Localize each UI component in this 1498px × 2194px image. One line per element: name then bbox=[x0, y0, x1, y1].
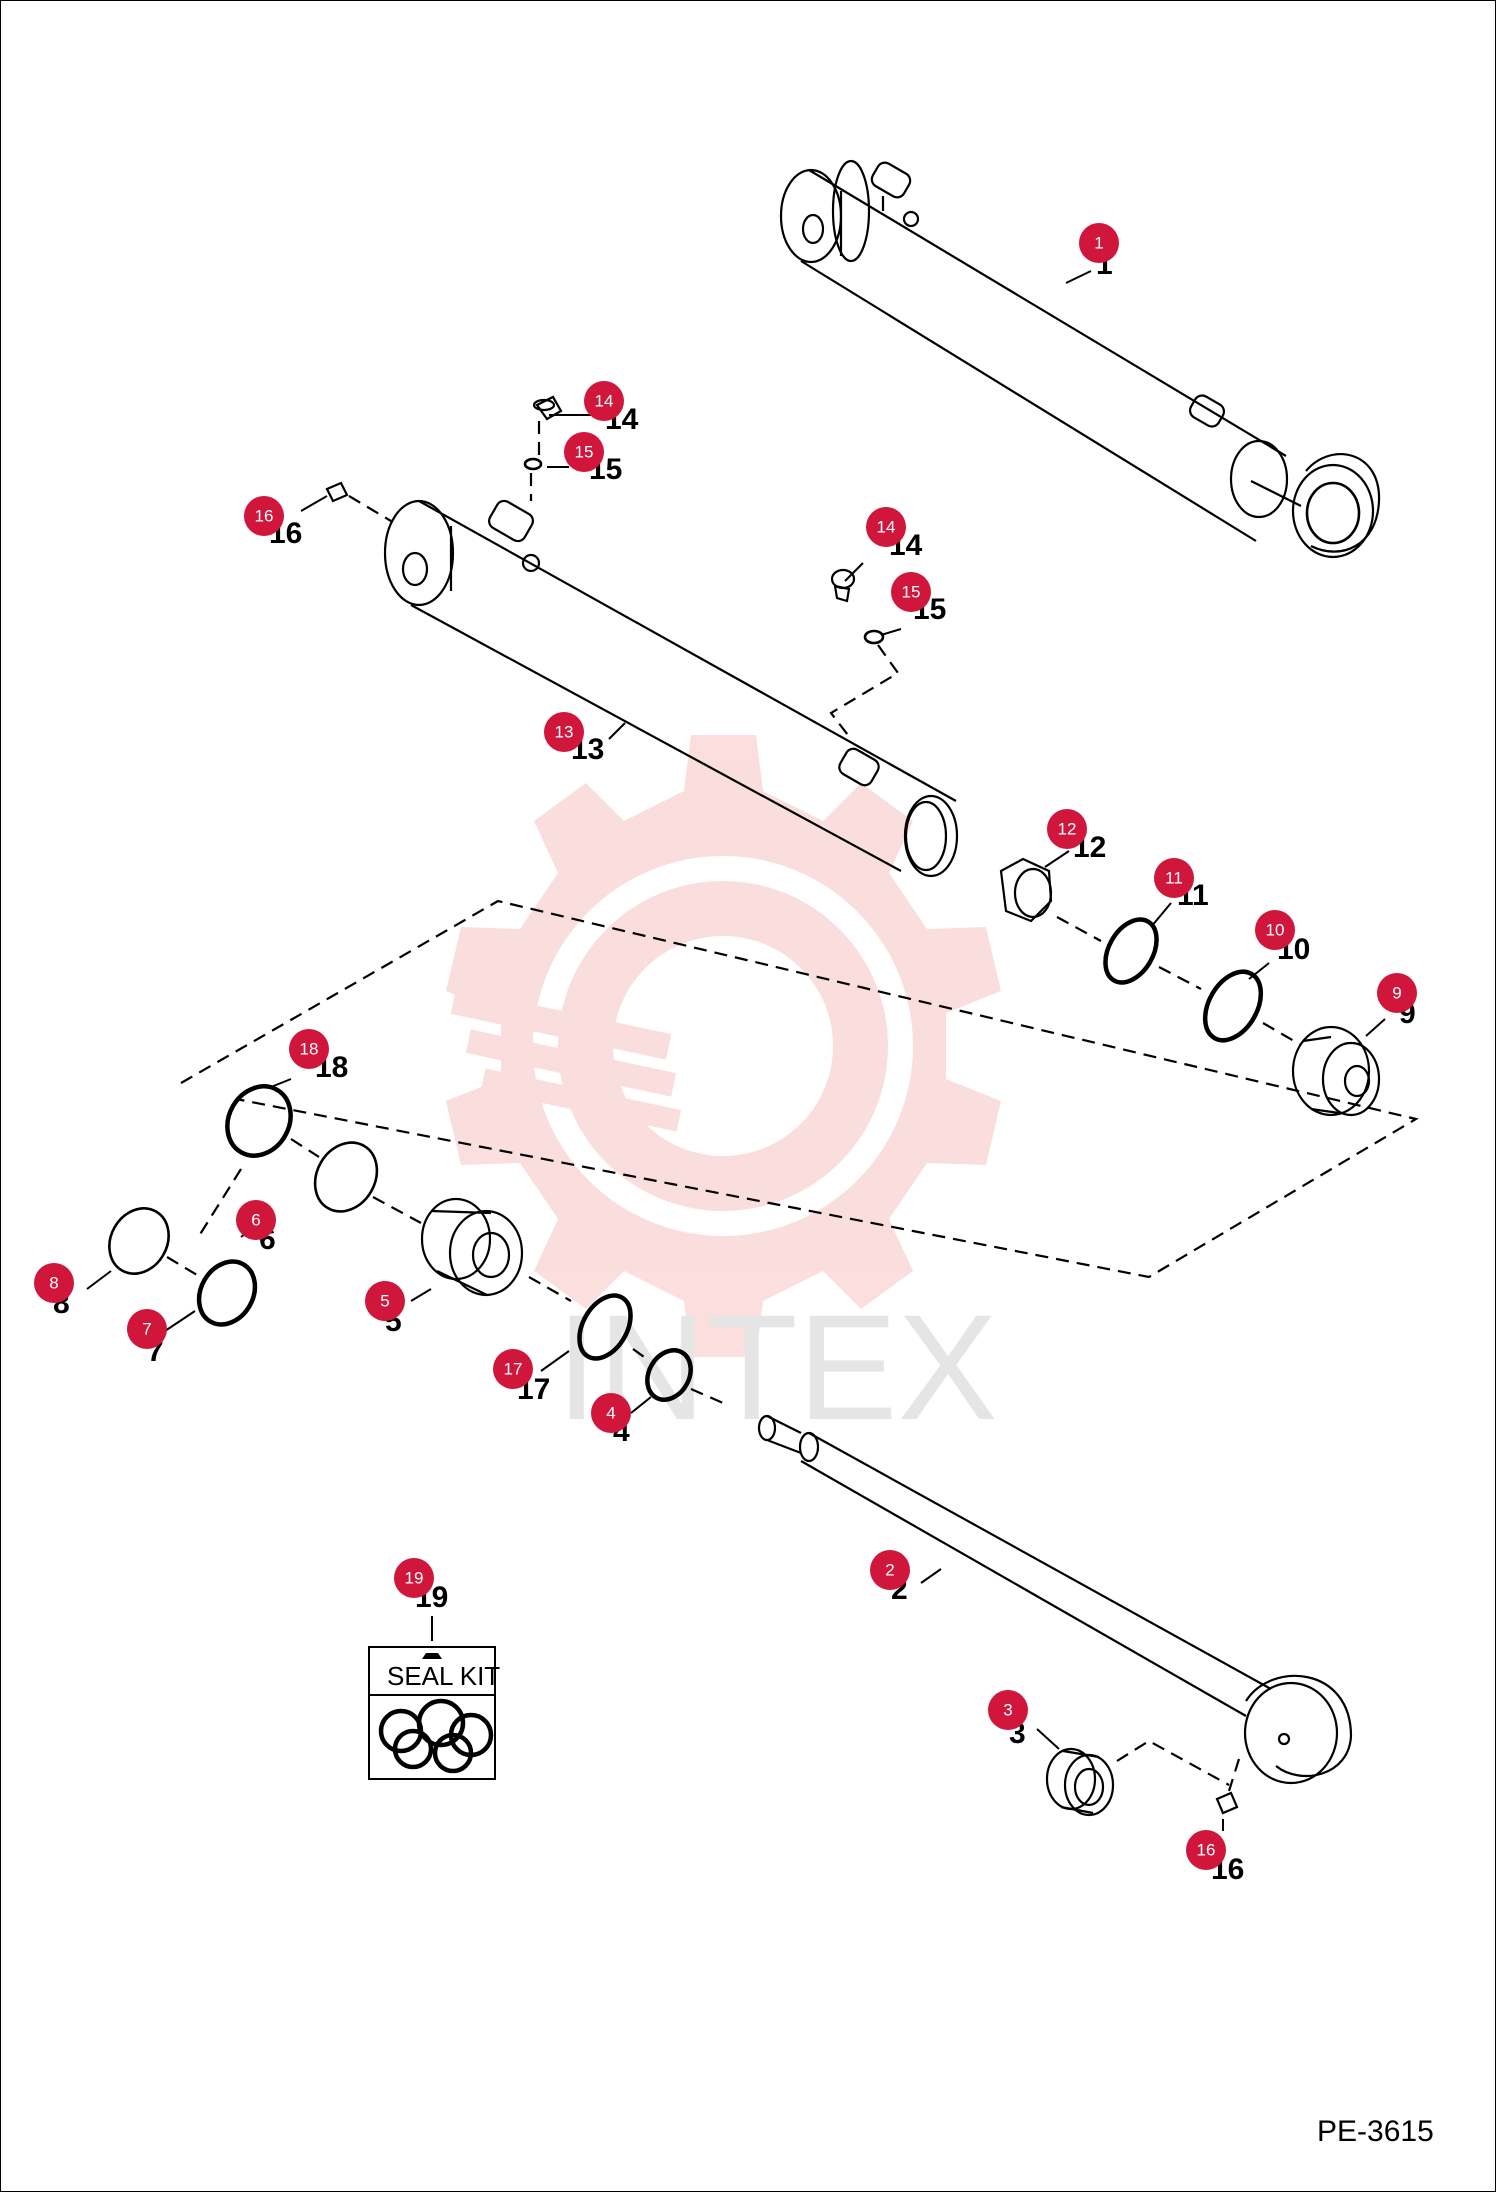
plug-fitting-upper bbox=[532, 395, 563, 421]
callout-badge-6[interactable]: 6 bbox=[236, 1200, 276, 1240]
o-ring-11 bbox=[1103, 917, 1159, 985]
assembled-cylinder bbox=[779, 159, 1381, 559]
callout-badge-12[interactable]: 12 bbox=[1047, 809, 1087, 849]
svg-text:15: 15 bbox=[575, 443, 594, 462]
svg-text:16: 16 bbox=[255, 507, 274, 526]
callout-badge-8[interactable]: 8 bbox=[34, 1263, 74, 1303]
lock-nut bbox=[999, 857, 1053, 923]
fitting-dashed-path bbox=[829, 644, 900, 740]
svg-text:2: 2 bbox=[885, 1561, 894, 1580]
callout-badge-5[interactable]: 5 bbox=[365, 1281, 405, 1321]
piston-rod bbox=[757, 1414, 1353, 1785]
bushing-3 bbox=[1045, 1747, 1115, 1817]
svg-text:7: 7 bbox=[142, 1320, 151, 1339]
cylinder-head bbox=[420, 1197, 524, 1297]
grease-fitting-lower bbox=[1215, 1791, 1239, 1815]
callout-badge-15-lower[interactable]: 15 bbox=[891, 572, 931, 612]
svg-text:15: 15 bbox=[902, 583, 921, 602]
callout-badge-3[interactable]: 3 bbox=[988, 1690, 1028, 1730]
callout-badge-9[interactable]: 9 bbox=[1377, 973, 1417, 1013]
plug-fitting-lower bbox=[830, 568, 856, 603]
svg-text:8: 8 bbox=[49, 1274, 58, 1293]
svg-text:5: 5 bbox=[380, 1292, 389, 1311]
svg-text:3: 3 bbox=[1003, 1701, 1012, 1720]
callout-badge-18[interactable]: 18 bbox=[289, 1029, 329, 1069]
callout-badge-2[interactable]: 2 bbox=[870, 1550, 910, 1590]
callout-badge-14-upper[interactable]: 14 bbox=[584, 381, 624, 421]
svg-text:10: 10 bbox=[1266, 921, 1285, 940]
backup-ring-8 bbox=[108, 1207, 170, 1275]
o-ring-lower bbox=[863, 629, 885, 645]
svg-text:4: 4 bbox=[606, 1404, 615, 1423]
callout-badge-16-upper[interactable]: 16 bbox=[244, 496, 284, 536]
callout-badge-14-lower[interactable]: 14 bbox=[866, 507, 906, 547]
svg-text:6: 6 bbox=[251, 1211, 260, 1230]
callout-badge-10[interactable]: 10 bbox=[1255, 910, 1295, 950]
svg-text:12: 12 bbox=[1058, 820, 1077, 839]
svg-text:14: 14 bbox=[595, 392, 614, 411]
svg-text:14: 14 bbox=[877, 518, 896, 537]
svg-text:13: 13 bbox=[555, 723, 574, 742]
svg-text:11: 11 bbox=[1165, 869, 1183, 888]
o-ring-7 bbox=[196, 1259, 258, 1327]
callout-badge-13[interactable]: 13 bbox=[544, 712, 584, 752]
callout-badge-17[interactable]: 17 bbox=[493, 1349, 533, 1389]
o-ring-upper bbox=[523, 457, 543, 471]
svg-text:19: 19 bbox=[405, 1569, 424, 1588]
callout-badge-15-upper[interactable]: 15 bbox=[564, 432, 604, 472]
cylinder-barrel bbox=[383, 499, 959, 878]
seal-kit-label: SEAL KIT bbox=[387, 1661, 500, 1691]
callout-badge-16-lower[interactable]: 16 bbox=[1186, 1830, 1226, 1870]
wiper-seal-17 bbox=[577, 1293, 633, 1361]
svg-text:1: 1 bbox=[1094, 234, 1103, 253]
callout-badge-1[interactable]: 1 bbox=[1079, 223, 1119, 263]
callout-badge-7[interactable]: 7 bbox=[127, 1309, 167, 1349]
grease-fitting-upper bbox=[325, 481, 349, 503]
piston bbox=[1291, 1025, 1381, 1117]
o-ring-18 bbox=[225, 1084, 293, 1158]
callout-leaders bbox=[86, 270, 1386, 1831]
backup-ring-6 bbox=[313, 1141, 379, 1213]
svg-text:16: 16 bbox=[1197, 1841, 1216, 1860]
seal-group-dashed-outline bbox=[180, 899, 1419, 1279]
svg-text:17: 17 bbox=[504, 1360, 523, 1379]
rod-seal-4 bbox=[645, 1348, 693, 1402]
callout-badges: 1 2 3 4 5 6 7 8 9 10 11 12 13 14 14 15 1… bbox=[34, 223, 1417, 1870]
o-ring-10 bbox=[1202, 969, 1264, 1043]
svg-text:18: 18 bbox=[300, 1040, 319, 1059]
seal-kit-box bbox=[368, 1616, 496, 1780]
callout-badge-19[interactable]: 19 bbox=[394, 1558, 434, 1598]
page-code: PE-3615 bbox=[1317, 2115, 1434, 2148]
callout-badge-11[interactable]: 11 bbox=[1154, 858, 1194, 898]
svg-text:9: 9 bbox=[1392, 984, 1401, 1003]
callout-badge-4[interactable]: 4 bbox=[591, 1393, 631, 1433]
watermark-gear-logo bbox=[446, 735, 1001, 1357]
